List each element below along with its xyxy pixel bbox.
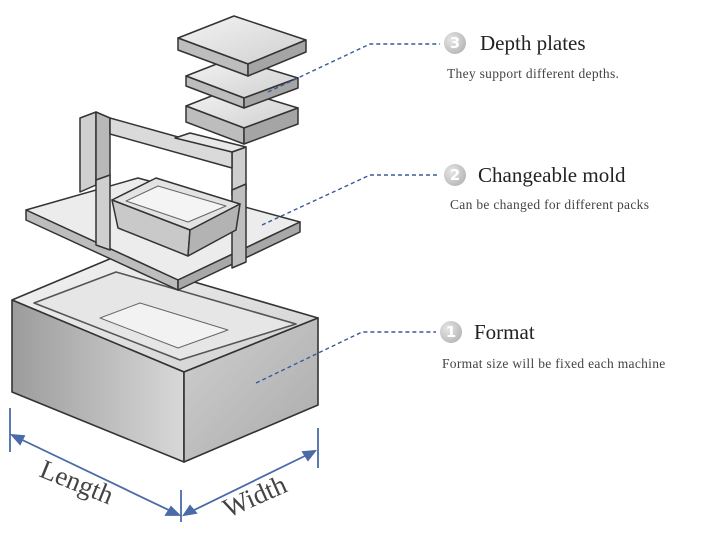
callout-title: Depth plates — [480, 31, 586, 55]
width-dimension-line — [185, 451, 314, 515]
callout-title: Format — [474, 320, 535, 344]
width-label: Width — [218, 469, 291, 524]
length-label: Length — [36, 454, 119, 511]
leader-changeable-mold — [261, 174, 440, 226]
callout-number-badge: 2 — [444, 164, 466, 186]
callout-number-badge: 1 — [440, 321, 462, 343]
mold-cup-right — [187, 203, 241, 257]
callout-title: Changeable mold — [478, 163, 626, 187]
format-cavity-floor — [99, 302, 229, 349]
mold-assembly — [25, 111, 301, 291]
depth-plate-1 — [177, 15, 307, 77]
format-right-face — [183, 317, 319, 463]
callout-subtitle: Can be changed for different packs — [450, 197, 650, 212]
leader-lines — [255, 43, 440, 384]
depth-plates — [177, 15, 307, 145]
leader-depth-plates — [267, 43, 440, 93]
dimension-lines — [9, 408, 319, 522]
callout-subtitle: Format size will be fixed each machine — [442, 356, 666, 371]
length-dimension-line — [13, 435, 178, 515]
callout-number-badge: 3 — [444, 32, 466, 54]
callout-subtitle: They support different depths. — [447, 66, 620, 81]
format-base — [11, 257, 319, 463]
depth-plate-2 — [185, 57, 299, 109]
